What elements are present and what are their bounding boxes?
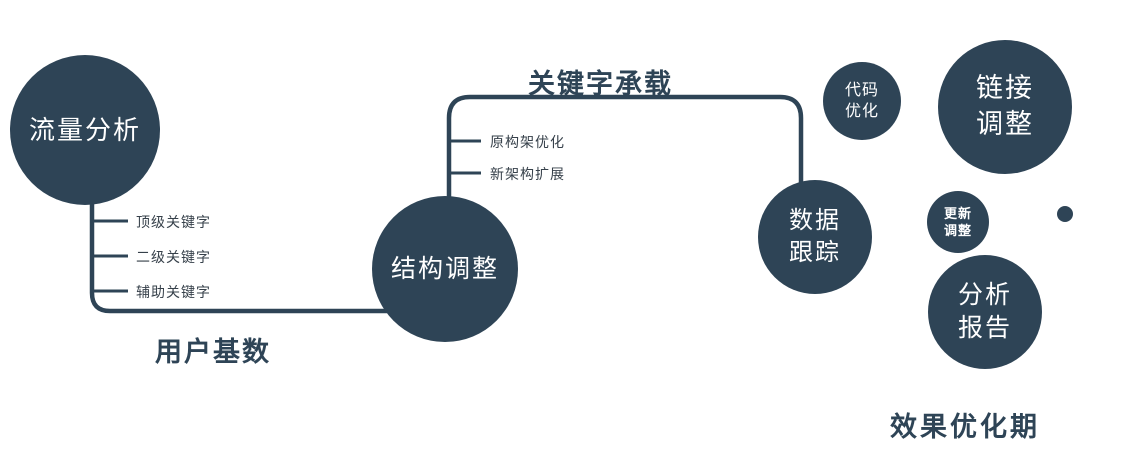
node-analysis-report: 分析 报告 — [928, 255, 1042, 369]
node-data-tracking: 数据 跟踪 — [758, 180, 872, 294]
node-update-adjustment: 更新 调整 — [927, 191, 989, 253]
label-effect-optimization-period: 效果优化期 — [890, 412, 1040, 442]
label-user-base: 用户基数 — [155, 337, 271, 367]
node-link-adjustment: 链接 调整 — [938, 40, 1072, 174]
branch-label-new-architecture: 新架构扩展 — [490, 166, 565, 182]
branch-label-aux-keyword: 辅助关键字 — [136, 284, 211, 300]
node-code-optimization: 代码 优化 — [823, 62, 901, 140]
label-keyword-carry: 关键字承载 — [528, 69, 673, 99]
node-structure-adjustment: 结构调整 — [372, 196, 518, 342]
node-traffic-analysis: 流量分析 — [10, 55, 160, 205]
branch-label-second-keyword: 二级关键字 — [136, 249, 211, 265]
branch-label-top-keyword: 顶级关键字 — [136, 214, 211, 230]
edge-structure-to-datatracking — [446, 94, 804, 205]
branch-label-original-architecture: 原构架优化 — [490, 134, 565, 150]
edge-traffic-to-structure — [89, 185, 408, 314]
dot-marker — [1057, 206, 1073, 222]
